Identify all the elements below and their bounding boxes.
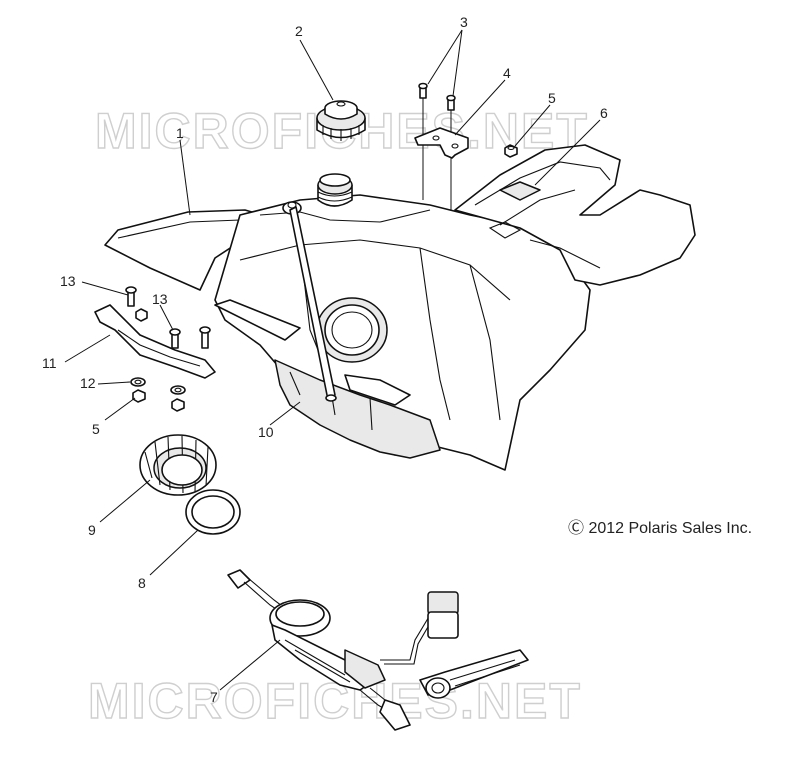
fuel-tank [104,144,696,471]
mounting-bracket [94,286,216,379]
callout-6: 6 [600,105,608,121]
lock-ring [139,434,217,496]
callout-2: 2 [295,23,303,39]
callout-7: 7 [210,689,218,705]
leader-lines [64,29,601,691]
callout-12: 12 [80,375,96,391]
callout-13-right: 13 [152,291,168,307]
callout-9: 9 [88,522,96,538]
callout-8: 8 [138,575,146,591]
fuel-pump [227,569,529,731]
callout-5-top: 5 [548,90,556,106]
callout-13-left: 13 [60,273,76,289]
fuel-cap [316,100,366,141]
nut-top [504,144,518,158]
callout-3: 3 [460,14,468,30]
callout-10: 10 [258,424,274,440]
copyright-notice: Ⓒ 2012 Polaris Sales Inc. [568,519,752,537]
vent-hose [289,206,337,402]
bracket [414,127,469,159]
seal [185,489,241,535]
callout-5-bottom: 5 [92,421,100,437]
screws [418,82,456,210]
callout-4: 4 [503,65,511,81]
callout-11: 11 [42,355,57,371]
washers-and-nuts [130,377,186,412]
callout-numbers: 1 2 3 4 5 6 13 13 11 12 5 10 9 8 7 [42,14,608,705]
callout-1: 1 [176,125,184,141]
